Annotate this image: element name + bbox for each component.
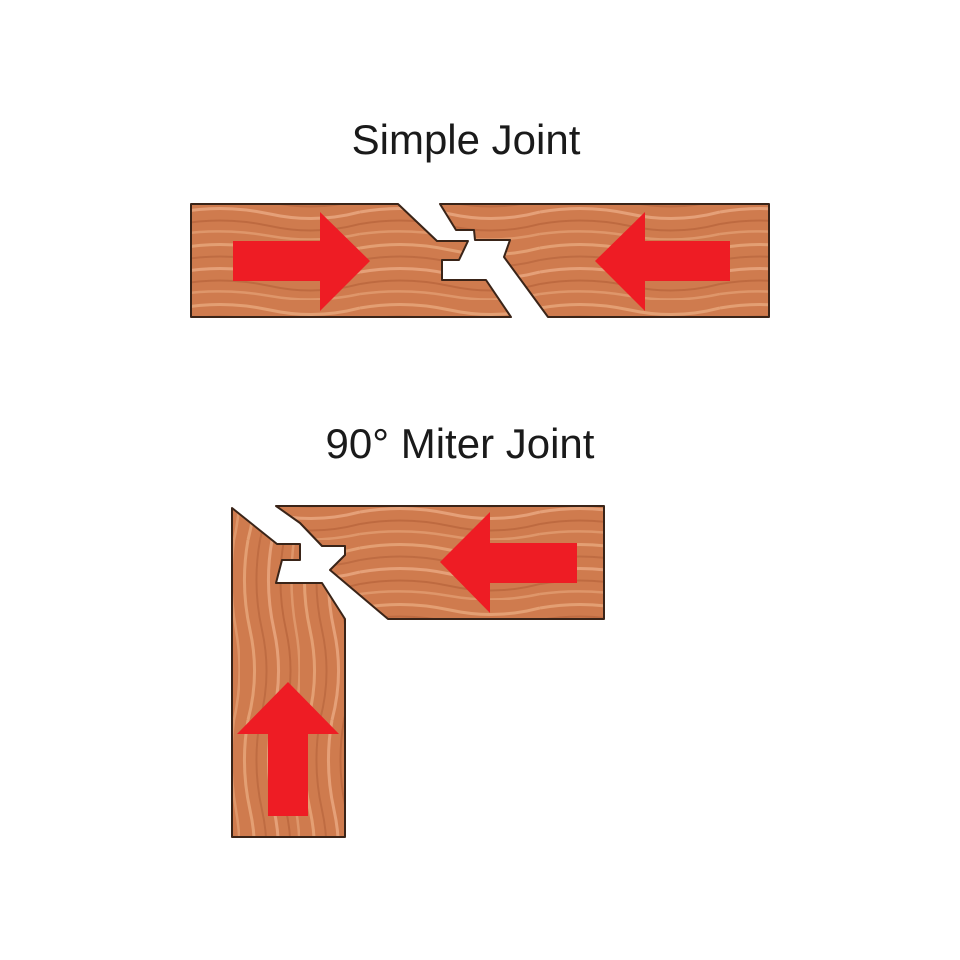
miter-joint-group [231, 505, 605, 838]
miter-horizontal-board [275, 505, 605, 620]
simple-arrow-left-icon [595, 212, 730, 311]
simple-joint-title: Simple Joint [351, 116, 581, 163]
miter-arrow-left-icon [440, 512, 577, 613]
miter-vertical-board [231, 507, 346, 838]
simple-arrow-right-icon [233, 212, 370, 311]
simple-joint-group [190, 203, 770, 318]
miter-arrow-up-icon [237, 682, 339, 816]
miter-joint-title: 90° Miter Joint [325, 420, 595, 467]
